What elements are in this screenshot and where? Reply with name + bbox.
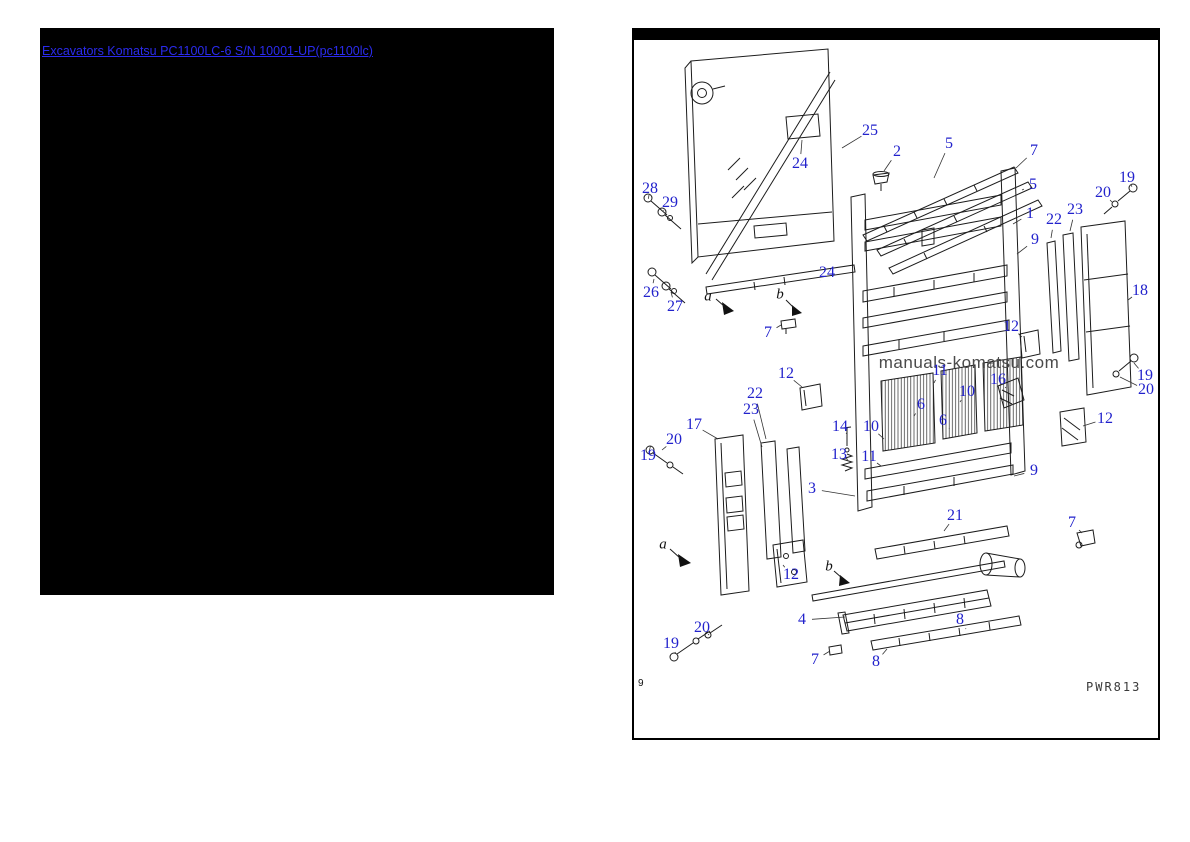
plates-22-23-right (1046, 232, 1080, 362)
part-number-callout: 23 (743, 401, 759, 418)
part-number-callout: 12 (778, 365, 794, 382)
view-letter: a (659, 536, 667, 553)
part-number-callout: 19 (640, 447, 656, 464)
exploded-parts-drawing (643, 48, 1139, 662)
part-number-callout: 24 (819, 264, 835, 281)
side-panel-18 (1080, 220, 1132, 396)
part-number-callout: 12 (783, 566, 799, 583)
plates-22-23-left (760, 440, 806, 560)
part-number-callout: 11 (861, 448, 877, 465)
part-number-callout: 23 (1067, 201, 1083, 218)
part-number-callout: 27 (667, 298, 683, 315)
part-number-callout: 7 (1068, 514, 1076, 531)
part-number-callout: 10 (959, 383, 975, 400)
left-black-panel: Excavators Komatsu PC1100LC-6 S/N 10001-… (40, 28, 554, 595)
page-number: 9 (638, 678, 644, 689)
elbow-7-bottom-right (1075, 529, 1096, 549)
bracket-12-mid (799, 383, 823, 411)
part-number-callout: 24 (792, 155, 808, 172)
part-number-callout: 5 (945, 135, 953, 152)
part-number-callout: 4 (798, 611, 806, 628)
part-number-callout: 14 (832, 418, 848, 435)
part-number-callout: 12 (1097, 410, 1113, 427)
core-assembly (850, 167, 1026, 512)
bolt-14 (842, 426, 852, 453)
part-number-callout: 2 (893, 143, 901, 160)
part-number-callout: 26 (643, 284, 659, 301)
bracket-16 (997, 377, 1025, 409)
upper-rails-5-7 (862, 166, 1043, 275)
clip-7-bottom (828, 644, 843, 656)
watermark: manuals-komatsu.com (878, 353, 1060, 372)
bolt-19-20-top-right (1103, 183, 1138, 215)
part-number-callout: 13 (831, 446, 847, 463)
bolt-19-20-left (645, 445, 684, 475)
part-number-callout: 22 (747, 385, 763, 402)
cap-2 (872, 171, 890, 191)
part-number-callout: 11 (932, 362, 948, 379)
view-arrow-tails (669, 298, 843, 579)
bolt-26-27 (647, 267, 686, 304)
part-number-callout: 21 (947, 507, 963, 524)
view-arrows (678, 302, 850, 586)
bracket-12-bottom (772, 539, 808, 588)
part-number-callout: 20 (1138, 381, 1154, 398)
part-number-callout: 25 (862, 122, 878, 139)
part-number-callout: 1 (1026, 205, 1034, 222)
view-letter: b (776, 286, 784, 303)
part-number-callout: 7 (811, 651, 819, 668)
figure-code: PWR813 (1086, 680, 1142, 694)
part-number-callout: 10 (863, 418, 879, 435)
part-number-callout: 20 (1095, 184, 1111, 201)
part-number-callout: 22 (1046, 211, 1062, 228)
part-number-callout: 18 (1132, 282, 1148, 299)
part-number-callout: 3 (808, 480, 816, 497)
radiator-panel-25 (684, 48, 856, 295)
part-number-callout: 20 (694, 619, 710, 636)
part-number-callout: 9 (1030, 462, 1038, 479)
part-number-callout: 8 (956, 611, 964, 628)
part-number-callout: 29 (662, 194, 678, 211)
bolt-19-20-mid-right (1112, 353, 1139, 378)
part-number-callout: 9 (1031, 231, 1039, 248)
part-number-callout: 20 (666, 431, 682, 448)
diagram-top-bar (634, 28, 1158, 40)
callout-leader-lines (647, 135, 1139, 656)
part-number-callout: 7 (764, 324, 772, 341)
part-number-callout: 12 (1003, 318, 1019, 335)
part-number-callout: 16 (990, 371, 1006, 388)
view-letter: a (704, 288, 712, 305)
bottom-channels (811, 525, 1026, 651)
left-frame-17 (714, 434, 750, 596)
spring-13 (840, 453, 854, 472)
manual-link[interactable]: Excavators Komatsu PC1100LC-6 S/N 10001-… (42, 44, 373, 58)
part-number-callout: 19 (663, 635, 679, 652)
spacer-7 (780, 318, 797, 334)
part-number-callout: 19 (1119, 169, 1135, 186)
part-number-callout: 17 (686, 416, 702, 433)
bracket-12-upper (1019, 329, 1041, 359)
part-number-callout: 5 (1029, 176, 1037, 193)
part-number-callout: 7 (1030, 142, 1038, 159)
bolt-19-20-bottom (669, 624, 723, 662)
part-number-callout: 19 (1137, 367, 1153, 384)
part-number-callout: 8 (872, 653, 880, 670)
bracket-12-right (1059, 407, 1087, 447)
view-letter: b (825, 558, 833, 575)
bolt-28-29 (643, 193, 682, 230)
part-number-callout: 6 (939, 412, 947, 429)
part-number-callout: 28 (642, 180, 658, 197)
part-number-callout: 6 (917, 396, 925, 413)
